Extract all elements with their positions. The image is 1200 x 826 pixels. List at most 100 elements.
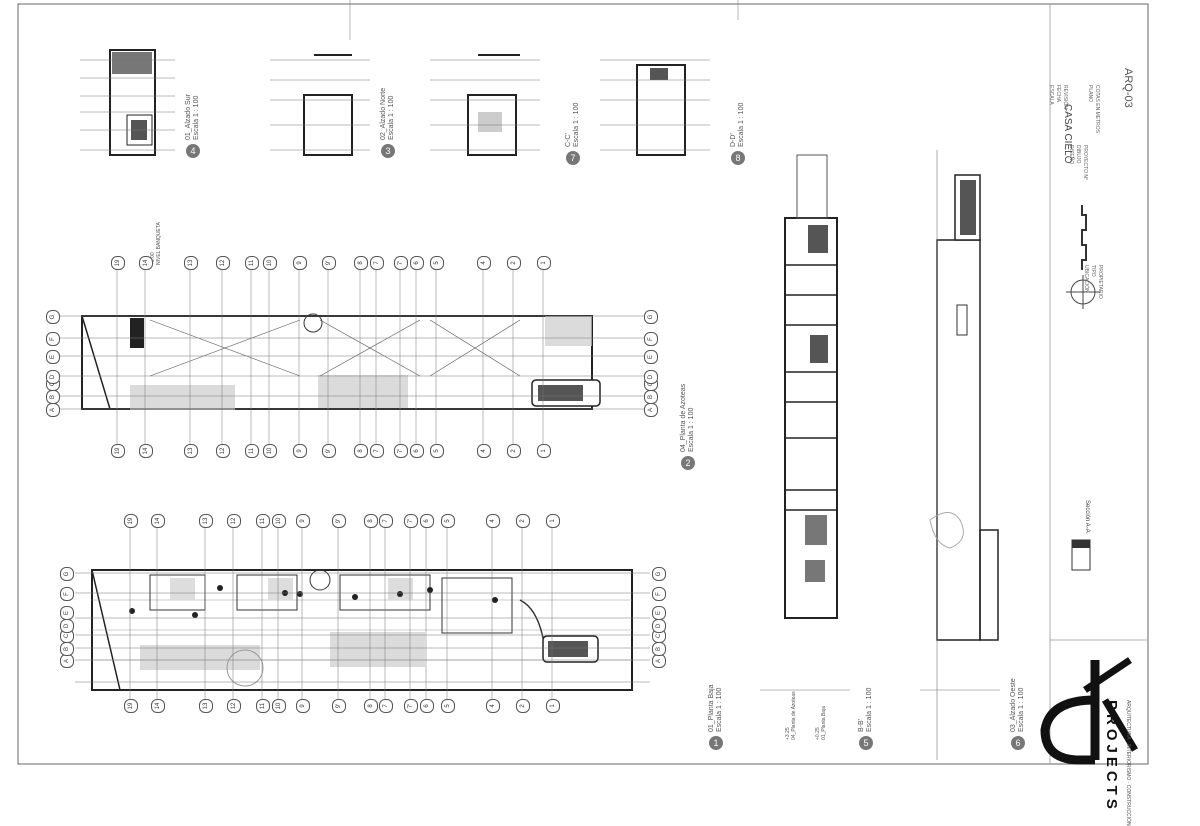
grid-bubble: E [60,606,74,620]
grid-bubble: 5 [430,256,444,270]
grid-bubble: 10 [263,444,277,458]
grid-bubble: G [60,567,74,581]
grid-bubble: G [652,567,666,581]
grid-bubble: G [644,310,658,324]
grid-bubble: E [652,606,666,620]
view-title: 04_Planta de Azoteas [680,383,687,452]
view-scale: Escala 1 : 100 [388,95,395,140]
grid-bubble: 8 [364,699,378,713]
view-b-b [760,154,850,691]
grid-bubble: E [644,350,658,364]
grid-bubble: F [644,332,658,346]
grid-bubble: 13 [199,514,213,528]
view-title: 03_Alzado Oeste [1010,678,1017,732]
view-number-badge: 4 [186,144,200,158]
scale-bar-icon [1081,205,1087,270]
grid-bubble: 7' [394,256,408,270]
view-label-5: 5 B-B'Escala 1 : 100 [858,688,874,750]
grid-bubble: 7 [379,514,393,528]
grid-bubble: 6 [410,444,424,458]
grid-bubble: 12 [227,514,241,528]
level-label: 01_Planta Baja [821,706,827,740]
view-number-badge: 5 [859,736,873,750]
sheet-border [17,3,1149,765]
grid-bubble: 9 [296,699,310,713]
field-plano: PLANO [1087,85,1093,102]
view-number-badge: 1 [709,736,723,750]
grid-bubble: 4 [477,444,491,458]
view-scale: Escala 1 : 100 [688,407,695,452]
grid-bubble: 7 [370,256,384,270]
level-markers-bb2: +0.25 01_Planta Baja [815,706,827,740]
grid-bubble: 12 [216,256,230,270]
view-number-badge: 8 [731,151,745,165]
grid-bubble: D [60,619,74,633]
view-title: 02_Alzado Norte [380,87,387,140]
grid-bubble: A [60,654,74,668]
grid-bubble: 8 [354,256,368,270]
view-number-badge: 7 [566,151,580,165]
grid-bubble: B [60,642,74,656]
grid-bubble: 11 [256,514,270,528]
drawing-canvas [17,0,1149,765]
view-scale: Escala 1 : 100 [716,687,723,732]
grid-bubble: 9' [322,444,336,458]
field-dibujo: DIBUJO [1075,145,1081,164]
view-planta-baja [75,525,650,700]
grid-bubble: F [46,332,60,346]
grid-bubble: F [60,587,74,601]
view-number-badge: 3 [381,144,395,158]
field-fecha: FECHA [1055,85,1061,102]
field-propietario: PROPIETARIO [1097,265,1103,299]
grid-bubble: 9 [293,256,307,270]
grid-bubble: A [652,654,666,668]
grid-bubble: 13 [199,699,213,713]
grid-bubble: 6 [420,514,434,528]
grid-bubble: 10 [272,699,286,713]
grid-bubble: 7' [404,699,418,713]
field-escala: ESCALA [1048,85,1054,105]
grid-bubble: D [46,370,60,384]
grid-bubble: F [652,587,666,601]
grid-bubble: 1 [537,444,551,458]
grid-bubble: E [46,350,60,364]
grid-bubble: 2 [516,514,530,528]
grid-bubble: 4 [486,514,500,528]
grid-bubble: 6 [410,256,424,270]
view-d-d [600,59,710,156]
brand-logo-icon [1040,660,1100,765]
grid-bubble: 7' [394,444,408,458]
grid-bubble: 19 [124,514,138,528]
grid-bubble: A [644,403,658,417]
view-alzado-sur [80,49,175,156]
view-scale: Escala 1 : 100 [738,102,745,147]
grid-bubble: 7' [404,514,418,528]
view-scale: Escala 1 : 100 [573,102,580,147]
grid-bubble: 11 [256,699,270,713]
drawing-sheet: PROJECTS ARQUITECTURA · INTERIORISMO · C… [17,0,1149,826]
view-c-c [430,54,540,156]
grid-bubble: 1 [546,514,560,528]
grid-bubble: B [652,642,666,656]
grid-bubble: 19 [124,699,138,713]
grid-bubble: G [46,310,60,324]
grid-bubble: 2 [507,444,521,458]
field-cotas: COTAS EN METROS [1094,85,1100,133]
grid-bubble: 7 [370,444,384,458]
grid-bubble: 19 [111,444,125,458]
level-label: 04_Planta de Azoteas [791,691,797,740]
view-planta-azoteas [60,268,650,455]
grid-bubble: 4 [486,699,500,713]
field-tipo: TIPO [1090,265,1096,277]
brand-tagline: ARQUITECTURA · INTERIORISMO · CONSTRUCCI… [1125,700,1131,826]
grid-bubble: 14 [151,699,165,713]
grid-bubble: 12 [216,444,230,458]
grid-bubble: 5 [430,444,444,458]
view-number-badge: 2 [681,456,695,470]
grid-bubble: 14 [139,256,153,270]
grid-bubble: 9' [322,256,336,270]
